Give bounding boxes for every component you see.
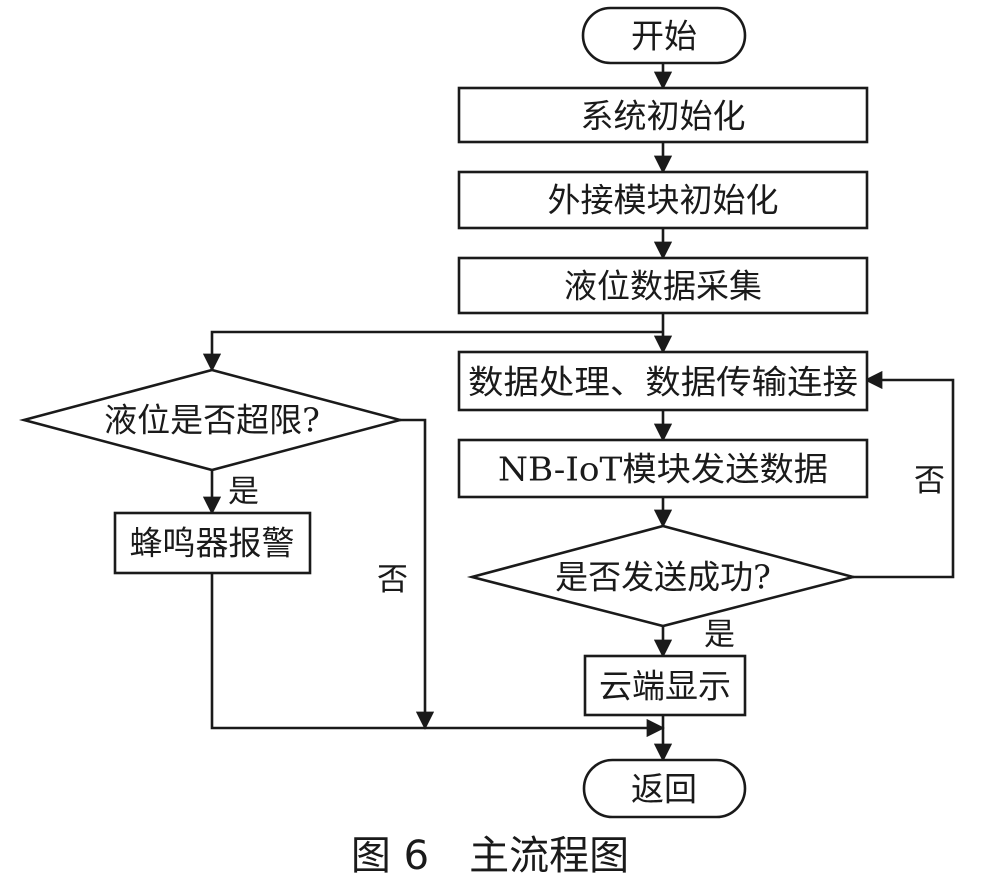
node-alarm: 蜂鸣器报警	[113, 511, 312, 575]
send-label: NB-IoT模块发送数据	[498, 450, 828, 489]
node-cloud: 云端显示	[583, 654, 747, 717]
node-end: 返回	[582, 758, 747, 819]
end-label: 返回	[631, 770, 697, 809]
edge-label-limit-no: 否	[377, 562, 408, 598]
node-check-limit: 液位是否超限?	[18, 368, 406, 472]
collect-label: 液位数据采集	[564, 267, 762, 306]
check-limit-label: 液位是否超限?	[104, 401, 320, 440]
node-start: 开始	[581, 6, 747, 65]
edge-check-no-back	[853, 370, 955, 579]
edge-label-sent-no: 否	[914, 463, 945, 499]
node-check-sent: 是否发送成功?	[466, 524, 859, 628]
node-process: 数据处理、数据传输连接	[457, 350, 869, 412]
edge-label-limit-yes: 是	[228, 474, 259, 510]
connectors	[202, 63, 955, 762]
edge-collect-to-limit-check	[202, 330, 663, 372]
check-sent-label: 是否发送成功?	[555, 558, 771, 597]
ext-init-label: 外接模块初始化	[548, 181, 779, 220]
figure-caption: 图 6 主流程图	[351, 833, 629, 879]
start-label: 开始	[631, 17, 697, 56]
node-send: NB-IoT模块发送数据	[457, 438, 869, 499]
edge-label-sent-yes: 是	[704, 617, 735, 653]
edge-alarm-to-merge	[210, 573, 665, 738]
process-label: 数据处理、数据传输连接	[468, 363, 858, 402]
node-ext-init: 外接模块初始化	[457, 170, 869, 230]
node-sys-init: 系统初始化	[457, 86, 869, 144]
node-collect: 液位数据采集	[457, 256, 869, 315]
sys-init-label: 系统初始化	[581, 97, 746, 136]
edge-limit-no	[400, 418, 435, 730]
alarm-label: 蜂鸣器报警	[130, 524, 295, 563]
cloud-label: 云端显示	[599, 667, 731, 706]
